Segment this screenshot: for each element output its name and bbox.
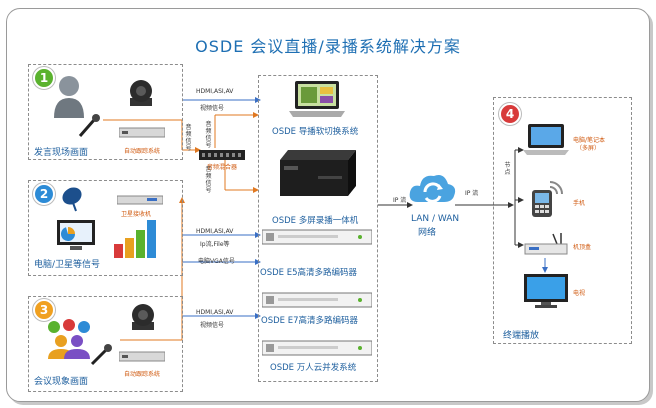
allinone-label: OSDE 多屏录播一体机 bbox=[272, 216, 359, 226]
laptop-icon bbox=[523, 124, 569, 155]
terminal-stb-label: 机顶盒 bbox=[573, 244, 592, 251]
terminal-tv-label: 电视 bbox=[573, 290, 586, 297]
server-icon bbox=[262, 292, 372, 308]
switcher-label: OSDE 导播软切换系统 bbox=[272, 127, 359, 137]
network-label-1: LAN / WAN bbox=[411, 214, 460, 224]
badge-3: 3 bbox=[33, 299, 55, 321]
receiver-icon bbox=[117, 195, 163, 205]
link-label-video-3: 视频信号 bbox=[200, 322, 225, 329]
terminal-box bbox=[493, 97, 632, 344]
link-label-hdmi-3: HDMI,ASI,AV bbox=[196, 309, 234, 316]
link-label-ip-right: IP 流 bbox=[465, 190, 479, 197]
diagram-title: OSDE 会议直播/录播系统解决方案 bbox=[195, 37, 461, 56]
tracker-label-3: 自动跟踪系统 bbox=[124, 371, 161, 378]
badge-2: 2 bbox=[33, 183, 55, 205]
terminal-laptop-label-1: 电脑/笔记本 bbox=[573, 137, 606, 144]
satellite-dish-icon bbox=[62, 187, 82, 212]
link-label-hdmi-1: HDMI,ASI,AV bbox=[196, 88, 234, 95]
source-label-1: 发言现场画面 bbox=[34, 148, 89, 158]
source-label-3: 会议现象画面 bbox=[34, 377, 89, 387]
e7-label: OSDE E7高清多路编码器 bbox=[261, 316, 358, 326]
link-label-ip-file: Ip流,File等 bbox=[200, 241, 230, 248]
receiver-label: 卫星接收机 bbox=[121, 211, 152, 218]
group-icon bbox=[48, 319, 90, 359]
phone-icon bbox=[532, 181, 563, 217]
camera-icon bbox=[132, 304, 154, 330]
audio-mixer-icon bbox=[199, 150, 245, 160]
server-icon bbox=[280, 150, 356, 196]
link-label-audio-a: 音频信号 bbox=[185, 124, 192, 152]
source-label-2: 电脑/卫星等信号 bbox=[34, 260, 101, 270]
server-icon bbox=[262, 340, 372, 356]
link-label-ip-left: IP 流 bbox=[393, 197, 407, 204]
laptop-icon bbox=[289, 81, 345, 117]
network-label-2: 网络 bbox=[418, 228, 437, 238]
terminal-laptop-label-2: （多屏） bbox=[576, 145, 601, 152]
cloud-system-label: OSDE 万人云并发系统 bbox=[270, 363, 357, 373]
link-label-node: 节点 bbox=[504, 162, 511, 176]
terminal-phone-label: 手机 bbox=[573, 200, 586, 207]
microphone-icon bbox=[78, 114, 100, 137]
cloud-refresh-icon bbox=[409, 175, 456, 203]
badge-4: 4 bbox=[499, 103, 521, 125]
e5-label: OSDE E5高清多路编码器 bbox=[260, 268, 357, 278]
link-label-video-1: 视频信号 bbox=[200, 105, 225, 112]
terminal-box-label: 终端播放 bbox=[503, 331, 540, 341]
audio-mixer-label: 音频混合器 bbox=[207, 164, 238, 171]
bar-chart-icon bbox=[114, 220, 156, 258]
source-box-2 bbox=[28, 180, 183, 276]
tracker-icon bbox=[119, 127, 165, 138]
source-box-1 bbox=[28, 64, 183, 160]
tracker-icon bbox=[119, 351, 165, 362]
link-label-vga: 电脑VGA信号 bbox=[198, 258, 235, 265]
camera-icon bbox=[130, 80, 152, 106]
set-top-box-icon bbox=[524, 233, 568, 255]
link-label-audio-c: 音频信号 bbox=[205, 166, 212, 194]
server-icon bbox=[262, 229, 372, 245]
tv-icon bbox=[524, 274, 568, 308]
source-box-3 bbox=[28, 296, 183, 392]
microphone-icon bbox=[90, 344, 112, 366]
person-icon bbox=[54, 76, 84, 118]
tracker-label-1: 自动跟踪系统 bbox=[124, 148, 161, 155]
link-label-audio-b: 音频信号 bbox=[205, 121, 212, 149]
center-box bbox=[258, 75, 378, 382]
badge-1: 1 bbox=[33, 67, 55, 89]
link-label-hdmi-2: HDMI,ASI,AV bbox=[196, 228, 234, 235]
monitor-chart-icon bbox=[57, 220, 95, 250]
